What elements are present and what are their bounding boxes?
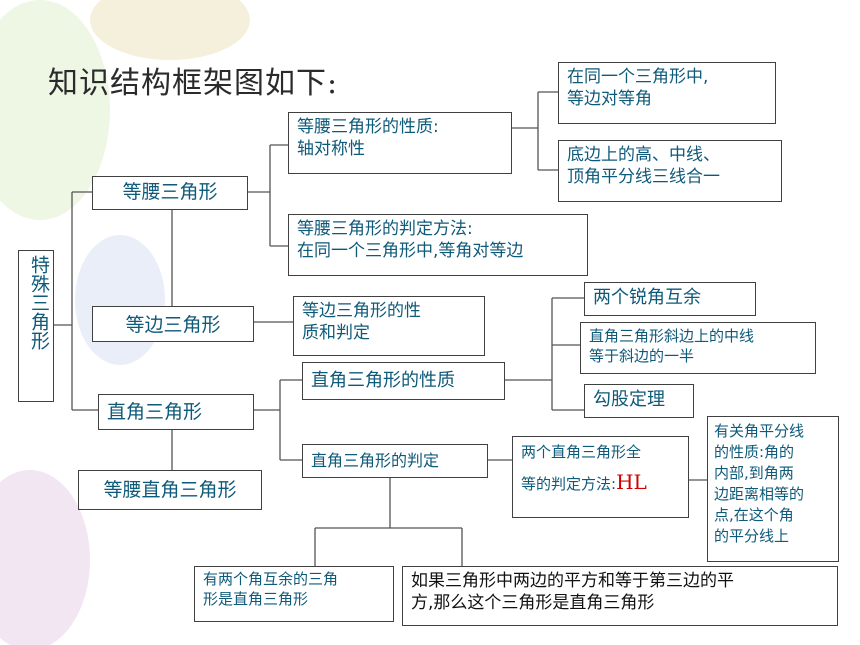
node-equi-prop: 等边三角形的性 质和判定 — [293, 296, 485, 356]
page-title: 知识结构框架图如下: — [48, 66, 339, 101]
node-angle-bisector: 有关角平分线 的性质:角的 内部,到角两 边距离相等的 点,在这个角 的平分线上 — [707, 416, 839, 562]
node-iso-property-line1: 等腰三角形的性质: — [297, 117, 439, 137]
node-right: 直角三角形 — [98, 394, 254, 430]
node-isosceles: 等腰三角形 — [92, 176, 248, 210]
node-iso-judge: 等腰三角形的判定方法: 在同一个三角形中,等角对等边 — [288, 214, 588, 276]
node-isosceles-right: 等腰直角三角形 — [78, 470, 262, 510]
node-hl-label: HL — [616, 469, 647, 494]
node-equi-prop-line1: 等边三角形的性 — [302, 301, 421, 321]
node-judge-a-line1: 有两个角互余的三角 — [203, 570, 339, 588]
node-right-prop-c: 勾股定理 — [584, 384, 694, 418]
node-angle-bisector-line5: 点,在这个角 — [714, 506, 794, 524]
node-iso-judge-line2: 在同一个三角形中,等角对等边 — [297, 241, 524, 262]
node-judge-b: 如果三角形中两边的平方和等于第三边的平 方,那么这个三角形是直角三角形 — [402, 566, 838, 626]
node-hl-box: 两个直角三角形全 等的判定方法:HL — [512, 436, 689, 518]
node-iso-property-line2: 轴对称性 — [297, 139, 365, 160]
node-angle-bisector-line3: 内部,到角两 — [714, 464, 794, 482]
node-iso-prop-b: 底边上的高、中线、 顶角平分线三线合一 — [558, 140, 782, 202]
node-right-prop-b-line1: 直角三角形斜边上的中线 — [589, 327, 755, 345]
node-right-prop-b-line2: 等于斜边的一半 — [589, 346, 695, 365]
node-hl-line2: 等的判定方法: — [521, 474, 617, 493]
node-iso-property: 等腰三角形的性质: 轴对称性 — [288, 112, 512, 174]
node-angle-bisector-line4: 边距离相等的 — [714, 485, 805, 503]
node-iso-prop-a: 在同一个三角形中, 等边对等角 — [558, 62, 776, 124]
node-special-triangles: 特殊三角形 — [18, 250, 54, 402]
node-right-prop-b: 直角三角形斜边上的中线 等于斜边的一半 — [580, 322, 816, 374]
node-right-judge: 直角三角形的判定 — [302, 444, 488, 478]
node-right-prop-a: 两个锐角互余 — [584, 282, 756, 316]
node-judge-a-line2: 形是直角三角形 — [203, 589, 309, 608]
node-angle-bisector-line2: 的性质:角的 — [714, 443, 795, 461]
node-angle-bisector-line1: 有关角平分线 — [714, 422, 805, 440]
node-judge-a: 有两个角互余的三角 形是直角三角形 — [194, 566, 394, 622]
node-equilateral: 等边三角形 — [92, 306, 254, 342]
node-judge-b-line1: 如果三角形中两边的平方和等于第三边的平 — [411, 571, 734, 591]
node-iso-judge-line1: 等腰三角形的判定方法: — [297, 219, 473, 239]
node-equi-prop-line2: 质和判定 — [302, 323, 370, 344]
node-iso-prop-b-line2: 顶角平分线三线合一 — [567, 167, 720, 188]
node-angle-bisector-line6: 的平分线上 — [714, 527, 790, 545]
node-right-property: 直角三角形的性质 — [302, 362, 505, 400]
node-iso-prop-a-line1: 在同一个三角形中, — [567, 67, 709, 87]
node-iso-prop-a-line2: 等边对等角 — [567, 89, 652, 110]
node-iso-prop-b-line1: 底边上的高、中线、 — [567, 145, 720, 165]
node-hl-line1: 两个直角三角形全 — [521, 443, 642, 461]
node-judge-b-line2: 方,那么这个三角形是直角三角形 — [411, 593, 655, 614]
